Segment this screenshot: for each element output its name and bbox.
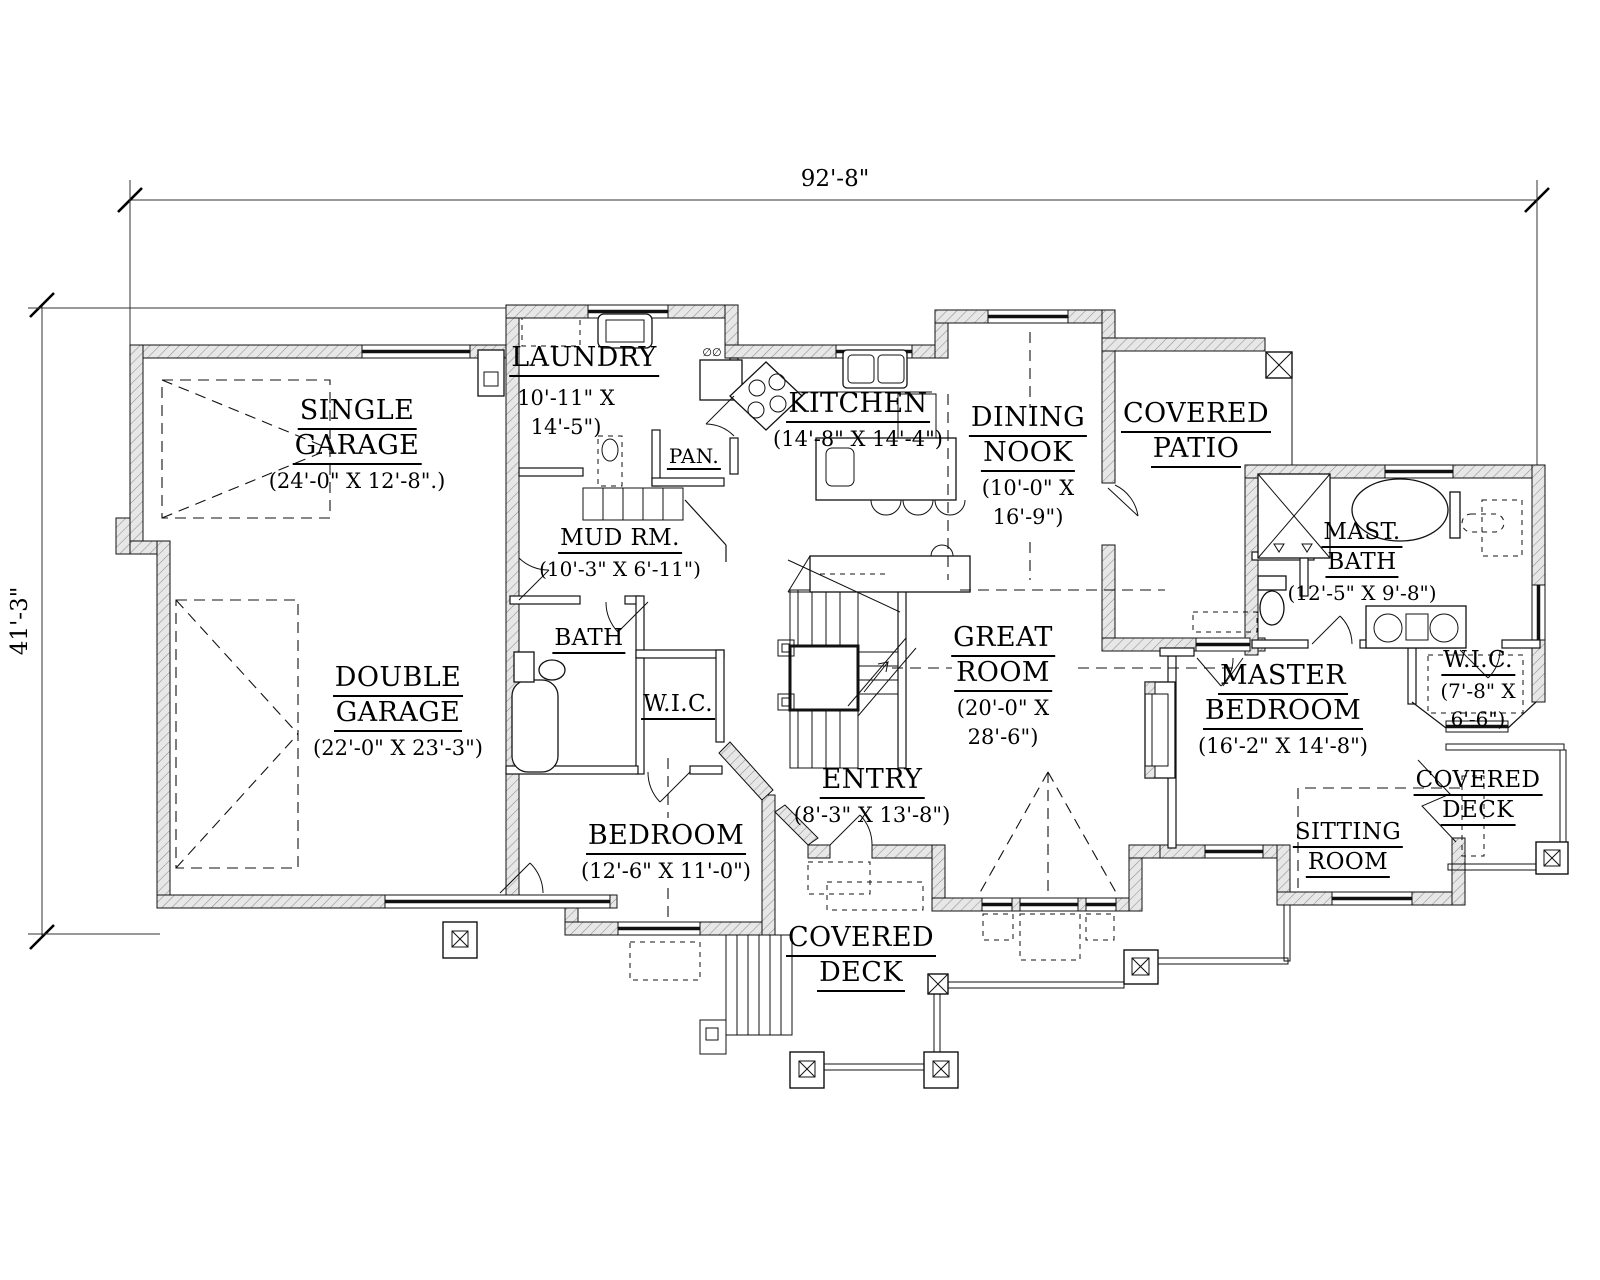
room-label-master-wic: W.I.C. (7'-8" X 6'-6") <box>1440 647 1516 732</box>
room-label-dining-nook: DINING NOOK (10'-0" X 16'-9") <box>968 402 1088 530</box>
windows <box>361 304 1546 936</box>
post-icon <box>442 351 1569 1089</box>
room-label-covered-patio: COVERED PATIO <box>1120 398 1272 468</box>
laundry-appliance-marks: ∅∅ <box>702 346 721 359</box>
deck-and-posts <box>442 351 1569 1089</box>
room-label-master-bath: MAST. BATH (12'-5" X 9'-8") <box>1287 519 1437 606</box>
room-label-covered-deck-south: COVERED DECK <box>785 922 937 992</box>
dimension-lines <box>28 180 1550 950</box>
room-label-laundry: LAUNDRY <box>509 342 659 377</box>
room-label-entry: ENTRY (8'-3" X 13'-8") <box>793 764 951 827</box>
room-label-laundry-dims: 10'-11" X 14'-5") <box>517 386 615 440</box>
fixtures <box>477 313 1505 894</box>
dimension-depth-label: 41'-3" <box>7 586 33 656</box>
room-label-kitchen: KITCHEN (14'-8" X 14'-4") <box>773 388 943 451</box>
room-label-master-bedroom: MASTER BEDROOM (16'-2" X 14'-8") <box>1198 660 1368 758</box>
room-label-bedroom: BEDROOM (12'-6" X 11'-0") <box>581 820 751 883</box>
room-label-great-room: GREAT ROOM (20'-0" X 28'-6") <box>951 622 1055 750</box>
room-label-covered-deck-east: COVERED DECK <box>1413 766 1543 827</box>
room-label-bedroom-wic: W.I.C. <box>641 690 715 721</box>
room-label-single-garage: SINGLE GARAGE (24'-0" X 12'-8".) <box>268 395 446 493</box>
room-label-pantry: PAN. <box>666 444 722 471</box>
room-label-bath: BATH <box>552 624 626 655</box>
room-label-double-garage: DOUBLE GARAGE (22'-0" X 23'-3") <box>313 662 483 760</box>
room-label-sitting-room: SITTING ROOM <box>1292 818 1404 879</box>
roof-lines <box>161 317 1524 981</box>
room-label-mud-room: MUD RM. (10'-3" X 6'-11") <box>539 525 701 582</box>
dimension-width-label: 92'-8" <box>800 166 870 192</box>
